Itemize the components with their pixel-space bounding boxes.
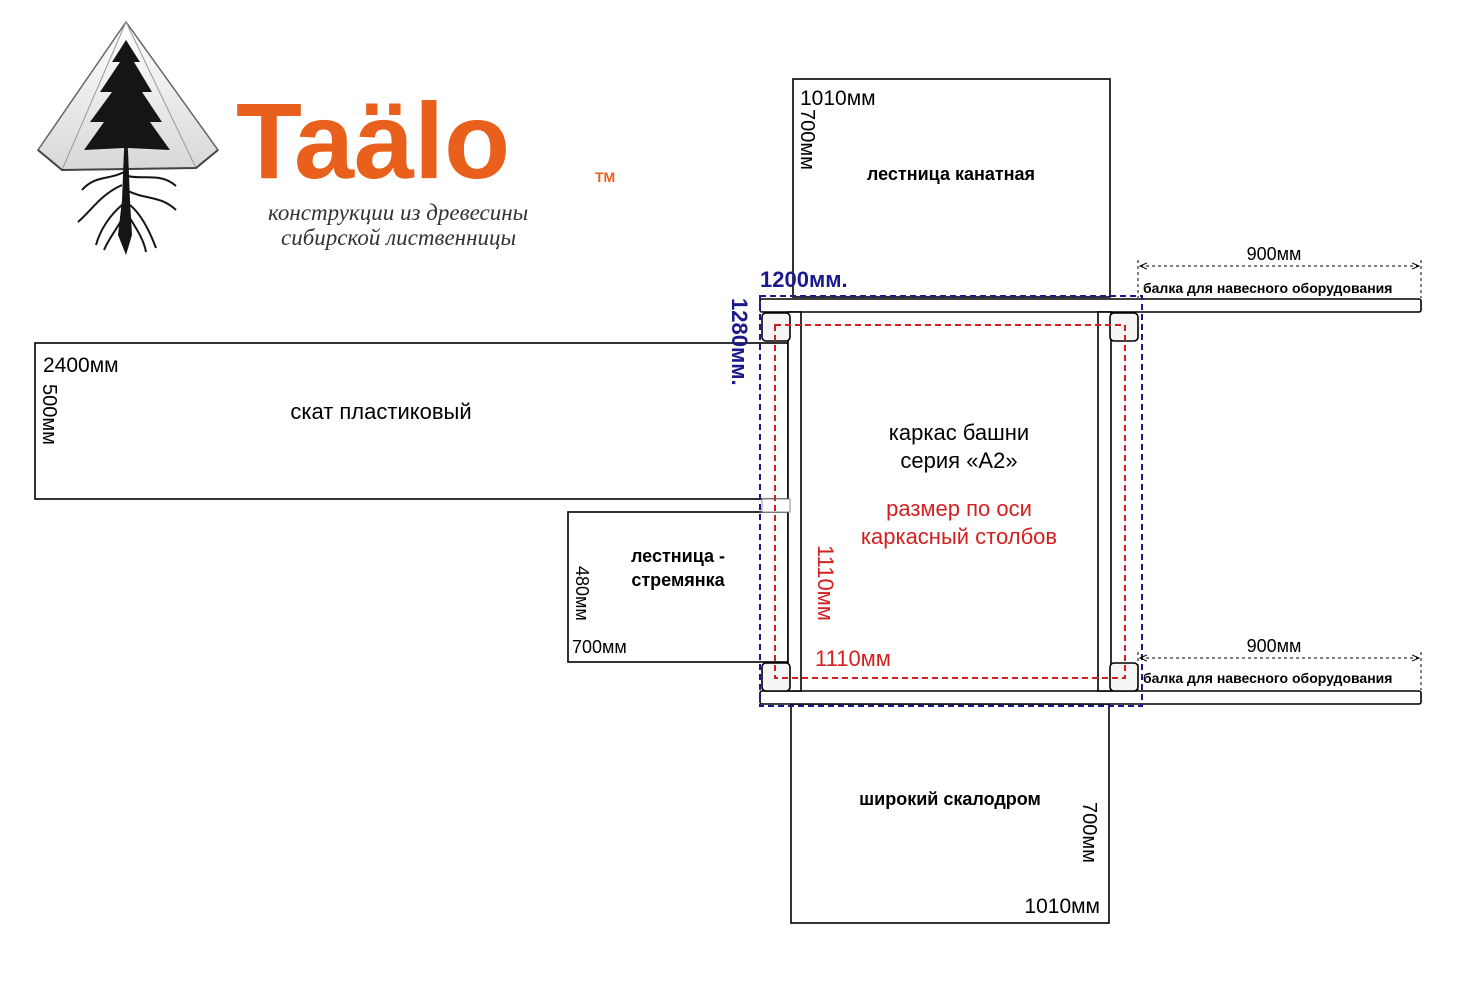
step-ladder-label-line2: стремянка — [631, 570, 725, 590]
logo-tagline-line1: конструкции из древесины — [268, 200, 528, 225]
bottom-rail-beam — [759, 690, 1422, 705]
beam-top-length: 900мм — [1247, 244, 1302, 264]
slide-label: скат пластиковый — [290, 399, 471, 424]
axis-depth-dimension: 1110мм — [813, 545, 838, 621]
beam-top-dimension: 900мм балка для навесного оборудования — [1137, 244, 1422, 298]
rope-ladder-width: 1010мм — [800, 87, 876, 110]
logo-trademark: TM — [595, 169, 615, 185]
step-ladder-outline — [567, 511, 789, 663]
outer-width-dimension: 1200мм. — [760, 267, 848, 292]
step-ladder-label-line1: лестница - — [631, 546, 725, 566]
right-side-rail — [1097, 311, 1112, 692]
top-rail-beam — [759, 298, 1422, 313]
outer-size-outline — [759, 295, 1143, 707]
climbing-wall-outline — [790, 703, 1110, 924]
climbing-wall-depth: 700мм — [1078, 802, 1100, 863]
rope-ladder-outline — [792, 78, 1111, 298]
beam-bottom-dimension: 900мм балка для навесного оборудования — [1137, 636, 1422, 690]
rope-ladder-depth: 700мм — [796, 109, 818, 170]
axis-note-line2: каркасный столбов — [861, 524, 1057, 549]
step-ladder-depth: 480мм — [572, 566, 592, 621]
climbing-wall-label: широкий скалодром — [859, 789, 1041, 809]
slide-width: 500мм — [38, 384, 60, 445]
brand-logo: Taälo TM конструкции из древесины сибирс… — [36, 20, 615, 255]
rope-ladder-label: лестница канатная — [867, 164, 1035, 184]
tree-pyramid-icon — [36, 20, 220, 255]
slide-length: 2400мм — [43, 354, 119, 377]
logo-wordmark: Taälo — [236, 80, 510, 201]
tower-title-line2: серия «А2» — [900, 448, 1017, 473]
step-ladder-block: лестница - стремянка 480мм 700мм — [567, 511, 789, 663]
outer-depth-dimension: 1280мм. — [727, 298, 752, 386]
beam-bottom-label: балка для навесного оборудования — [1143, 670, 1392, 686]
climbing-wall-width: 1010мм — [1024, 895, 1100, 918]
axis-note-line1: размер по оси — [886, 496, 1032, 521]
climbing-wall-block: широкий скалодром 700мм 1010мм — [790, 703, 1110, 924]
slide-outline — [34, 342, 789, 500]
tower-frame: каркас башни серия «А2» размер по оси ка… — [727, 267, 1422, 707]
beam-top-label: балка для навесного оборудования — [1143, 280, 1392, 296]
axis-width-dimension: 1110мм — [815, 646, 891, 671]
step-ladder-width: 700мм — [572, 637, 627, 657]
slide-block: 2400мм 500мм скат пластиковый — [34, 342, 789, 500]
tower-title-line1: каркас башни — [889, 420, 1029, 445]
beam-bottom-length: 900мм — [1247, 636, 1302, 656]
logo-tagline-line2: сибирской лиственницы — [281, 225, 516, 250]
axis-size-outline — [774, 324, 1126, 679]
rope-ladder-block: 1010мм 700мм лестница канатная — [792, 78, 1111, 298]
